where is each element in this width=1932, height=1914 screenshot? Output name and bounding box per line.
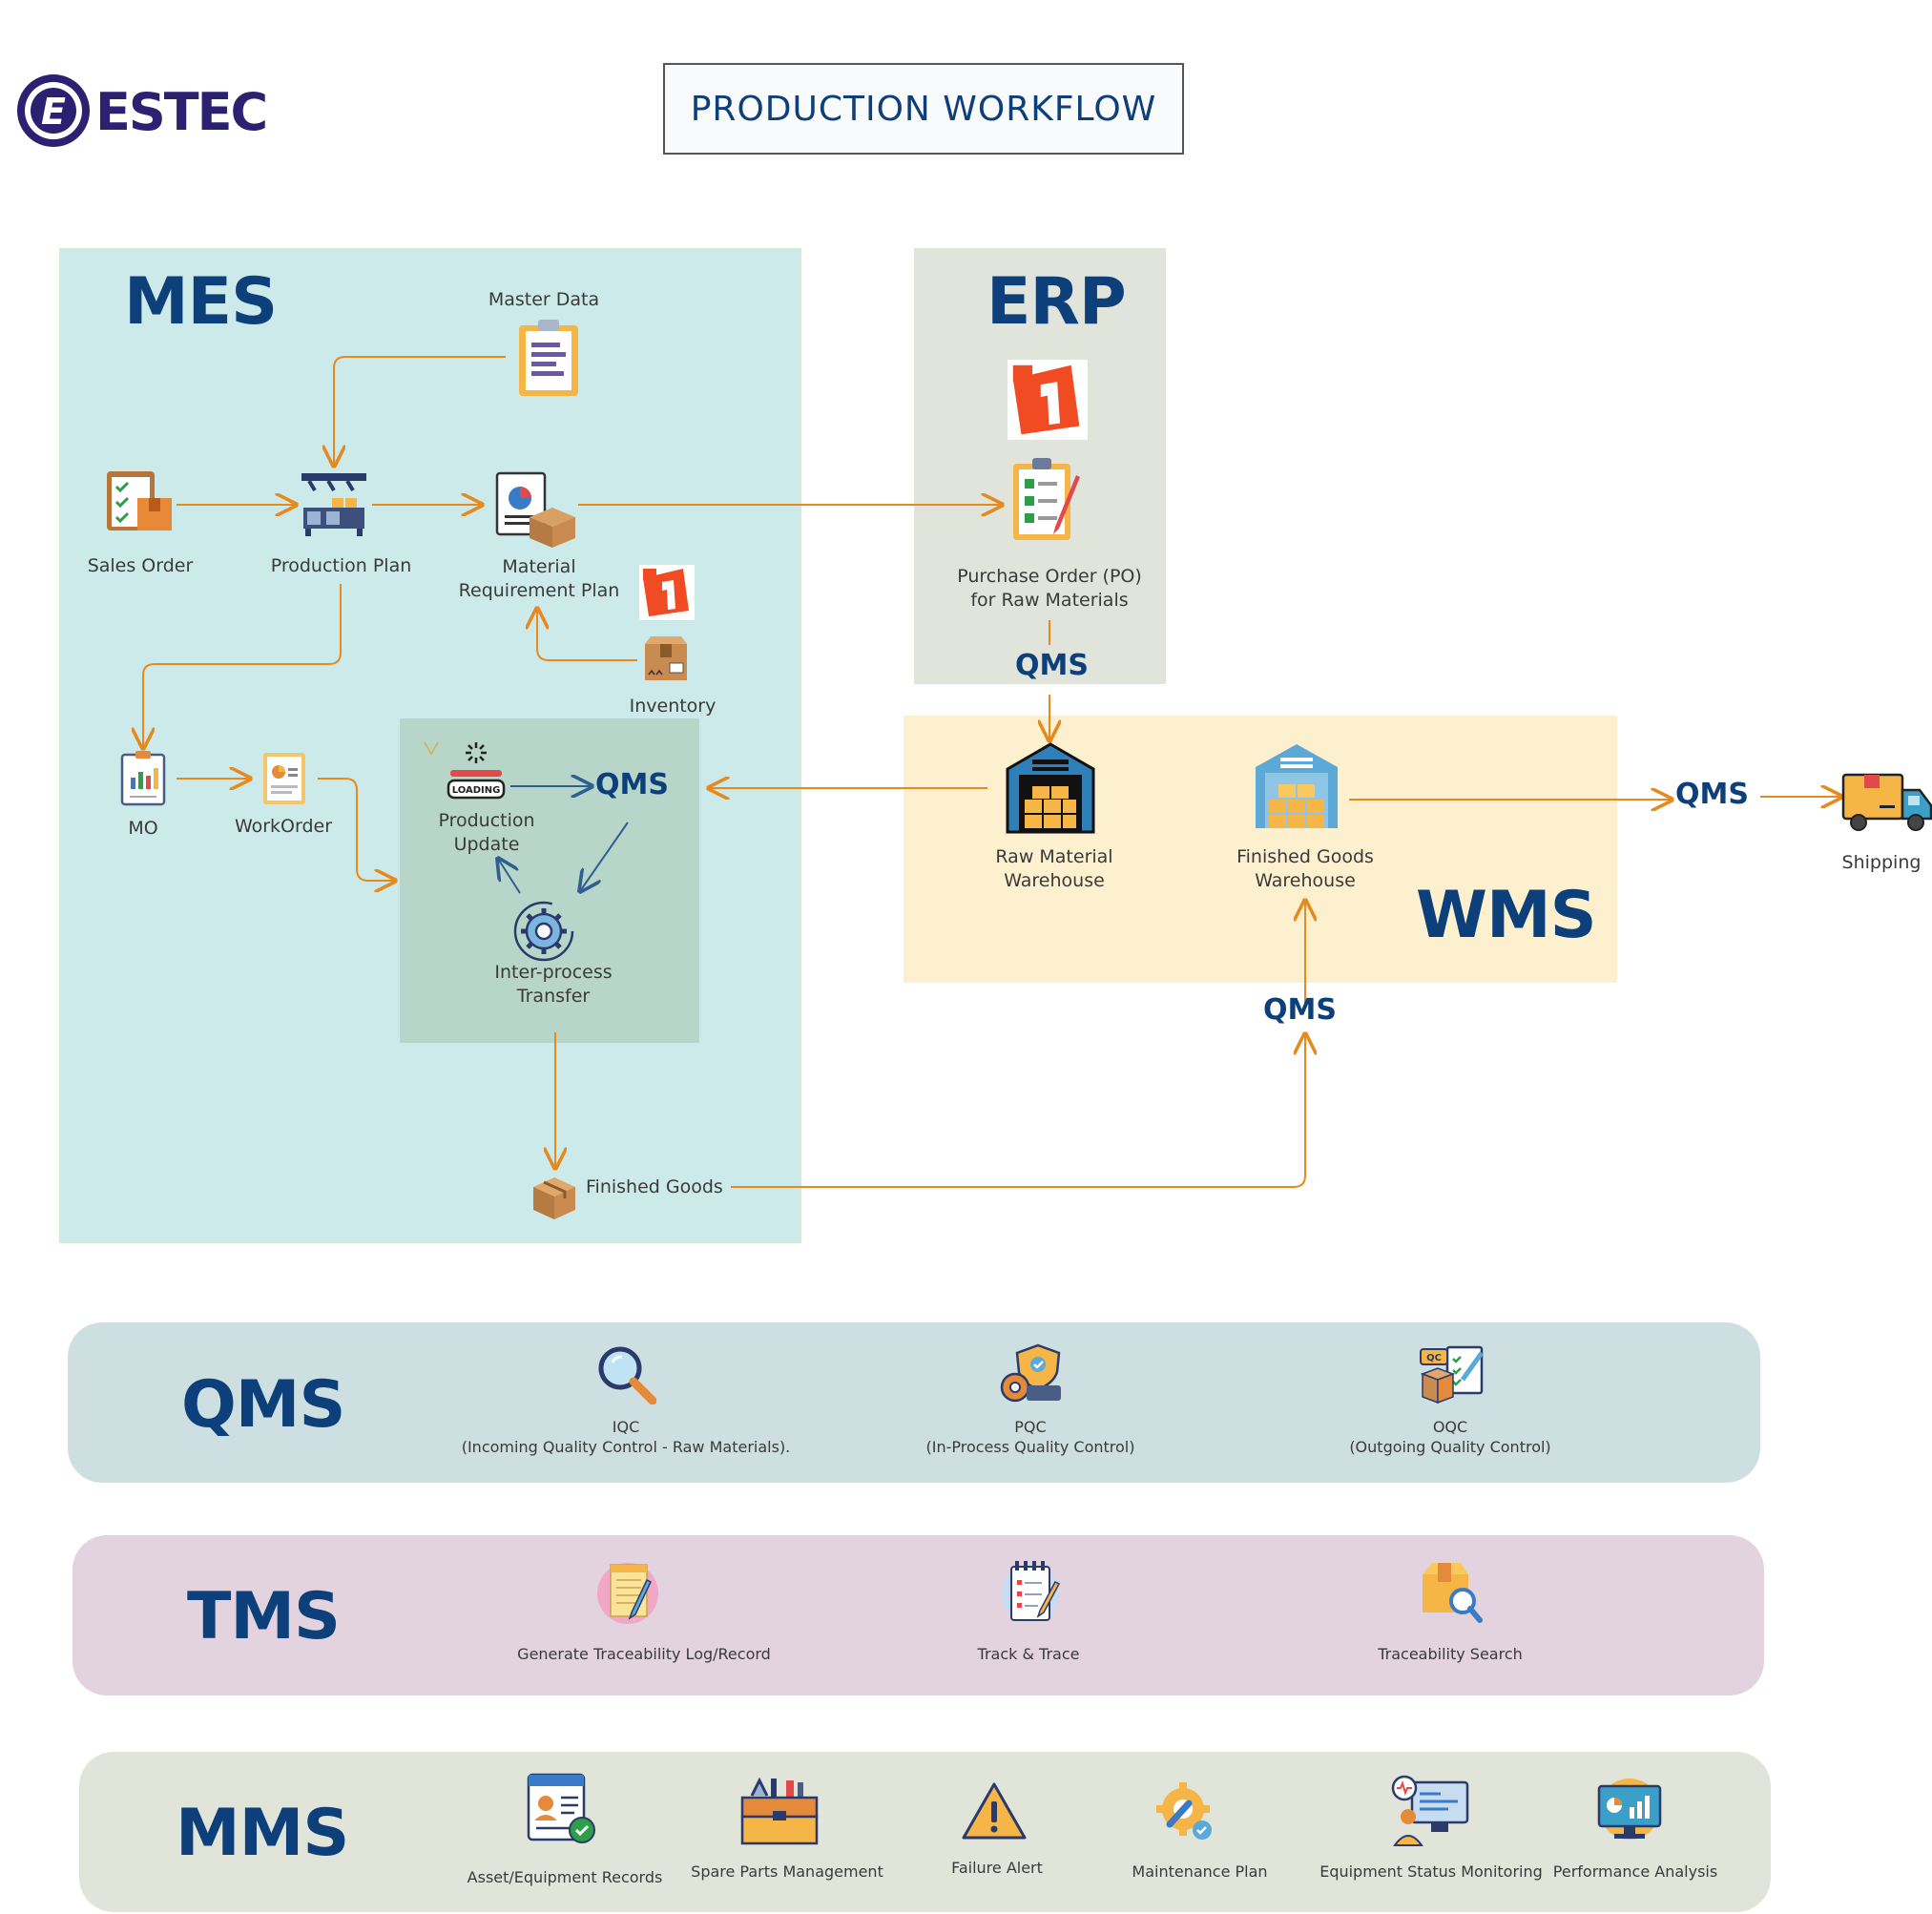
toolbox-icon [740,1777,819,1845]
workorder-icon [258,749,309,806]
inventory-label: Inventory [629,696,717,717]
po-label: Purchase Order (PO) for Raw Materials [957,566,1142,611]
mms-band-title: MMS [176,1796,349,1871]
page-title-box: PRODUCTION WORKFLOW [663,63,1184,155]
erp-title: ERP [987,264,1127,340]
tms-item-1: Track & Trace [977,1645,1080,1663]
mms-item-4: Equipment Status Monitoring [1319,1862,1543,1881]
iqc-sub: (Incoming Quality Control - Raw Material… [461,1438,791,1456]
checklist-icon [1009,456,1090,542]
shield-gear-icon [998,1343,1065,1404]
logo-icon: E [13,71,93,151]
mms-band [79,1752,1771,1912]
wms-in-qms-tag: QMS [1263,993,1337,1027]
mo-icon [120,749,166,806]
qms-inner-tag: QMS [595,768,669,801]
shipping-label: Shipping [1841,852,1922,873]
mrp-label: Material Requirement Plan [458,556,620,601]
oqc-title: OQC [1432,1418,1468,1436]
sales-order-icon [103,466,176,534]
fg-warehouse-label: Finished Goods Warehouse [1236,846,1374,891]
monitor-operator-icon [1389,1773,1469,1847]
production-inner-region [400,718,699,1043]
workorder-label: WorkOrder [234,816,333,837]
wms-title: WMS [1416,878,1597,953]
loading-text: LOADING [452,785,501,796]
iqc-title: IQC [612,1418,640,1436]
sales-order-label: Sales Order [87,555,194,576]
raw-warehouse-label: Raw Material Warehouse [995,846,1113,891]
page-title: PRODUCTION WORKFLOW [690,89,1157,129]
warehouse-icon [1252,740,1341,830]
truck-icon [1841,771,1932,834]
tms-band-title: TMS [187,1579,341,1654]
notepad-icon [593,1557,662,1626]
mrp-icon [491,469,577,548]
package-icon [530,1174,578,1221]
tms-item-2: Traceability Search [1378,1645,1523,1663]
warehouse-icon [1004,740,1097,834]
mms-item-0: Asset/Equipment Records [467,1868,663,1886]
factory-icon [300,469,368,538]
oqc-sub: (Outgoing Quality Control) [1349,1438,1551,1456]
notebook-icon [998,1557,1063,1624]
logo-text: ESTEC [95,82,268,142]
qms-band-title: QMS [181,1367,345,1443]
mms-item-3: Maintenance Plan [1132,1862,1268,1881]
erp-logo-icon [639,565,695,620]
svg-text:QC: QC [1426,1353,1442,1363]
gear-wrench-icon [1154,1780,1215,1841]
inventory-box-icon [641,635,691,684]
dashboard-monitor-icon [1595,1777,1664,1843]
inter-process-label: Inter-process Transfer [494,962,613,1007]
wms-out-qms-tag: QMS [1675,778,1749,811]
magnifier-icon [595,1343,657,1405]
warning-icon [961,1780,1028,1841]
asset-record-icon [527,1773,597,1845]
production-plan-label: Production Plan [270,555,412,576]
loading-icon: LOADING [445,740,508,803]
production-update-label: Production Update [438,810,535,855]
erp-qms-tag: QMS [1015,649,1089,682]
finished-goods-label: Finished Goods [586,1176,723,1197]
master-data-label: Master Data [488,289,600,310]
pqc-sub: (In-Process Quality Control) [925,1438,1135,1456]
tms-band [73,1535,1764,1696]
mms-item-1: Spare Parts Management [691,1862,883,1881]
mes-title: MES [124,264,278,340]
qc-box-icon: QC [1419,1345,1485,1404]
mo-label: MO [128,818,158,839]
svg-text:E: E [41,91,66,133]
mms-item-5: Performance Analysis [1552,1862,1718,1881]
box-search-icon [1419,1557,1484,1624]
tms-item-0: Generate Traceability Log/Record [517,1645,771,1663]
gear-icon [511,899,576,964]
mms-item-2: Failure Alert [951,1859,1043,1877]
erp-logo-icon [1008,360,1088,440]
pqc-title: PQC [1014,1418,1047,1436]
clipboard-icon [515,316,582,398]
